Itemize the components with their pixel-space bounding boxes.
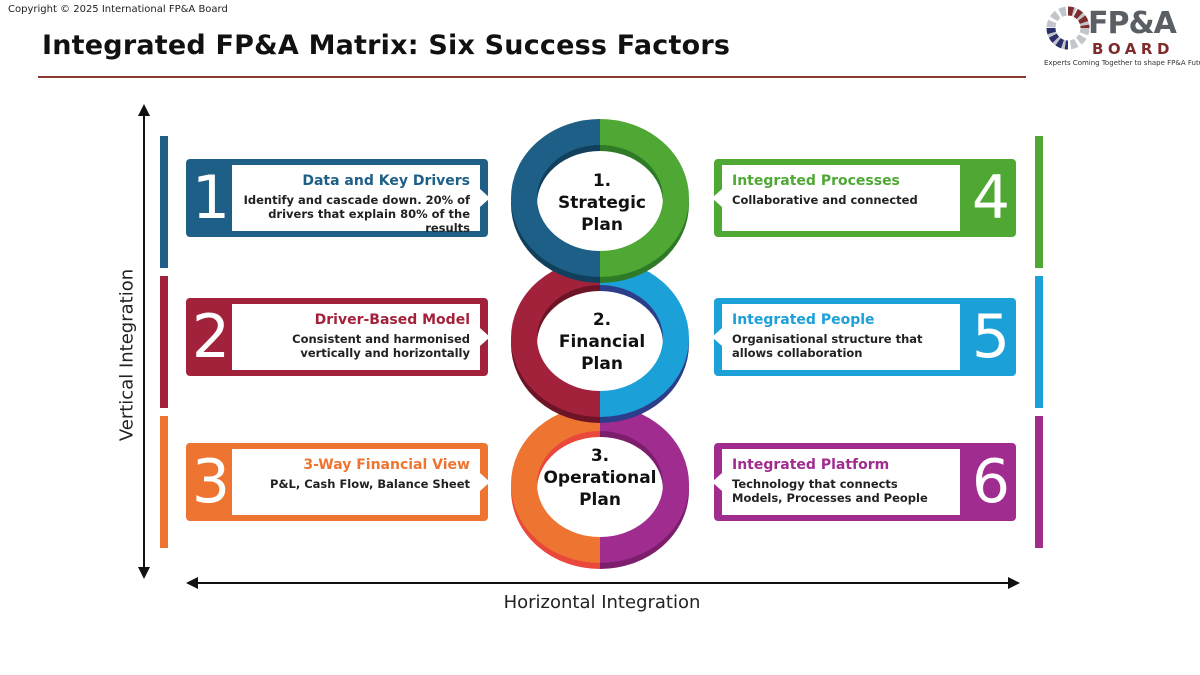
factor-card-5: 5 Integrated People Organisational struc… [712, 298, 1016, 376]
horizontal-axis-arrow-left [186, 577, 198, 589]
ring-operational [511, 405, 689, 569]
factor-1-arrow-icon [480, 189, 490, 207]
plan-3-line1: Operational [543, 468, 656, 488]
factor-5-number: 5 [971, 302, 1011, 372]
plan-1-line2: Plan [581, 215, 623, 235]
factor-4-arrow-icon [712, 189, 722, 207]
factor-3-panel: 3-Way Financial View P&L, Cash Flow, Bal… [232, 449, 480, 515]
factor-2-panel: Driver-Based Model Consistent and harmon… [232, 304, 480, 370]
fpa-board-logo: FP&A BOARD Experts Coming Together to sh… [1040, 4, 1200, 70]
page-title: Integrated FP&A Matrix: Six Success Fact… [42, 30, 731, 61]
vertical-axis-arrow-up [138, 104, 150, 116]
factor-4-number: 4 [971, 163, 1011, 233]
factor-6-description: Technology that connects Models, Process… [732, 477, 928, 505]
factor-6-arrow-icon [712, 473, 722, 491]
factor-1-panel: Data and Key Drivers Identify and cascad… [232, 165, 480, 235]
factor-3-arrow-icon [480, 473, 490, 491]
right-bar-6 [1035, 416, 1043, 548]
copyright-text: Copyright © 2025 International FP&A Boar… [8, 4, 228, 15]
factor-4-description: Collaborative and connected [732, 193, 918, 207]
horizontal-axis-arrow-right [1008, 577, 1020, 589]
ring-financial [511, 259, 689, 423]
factor-1-number: 1 [191, 163, 231, 233]
factor-2-arrow-icon [480, 328, 490, 346]
plan-2-number: 2. [593, 310, 611, 330]
factor-card-4: 4 Integrated Processes Collaborative and… [712, 159, 1016, 237]
factor-card-6: 6 Integrated Platform Technology that co… [712, 443, 1016, 521]
factor-3-number: 3 [191, 447, 231, 517]
plan-1-line1: Strategic [558, 193, 646, 213]
factor-6-number: 6 [971, 447, 1011, 517]
ring-strategic [511, 119, 689, 283]
horizontal-axis-line [194, 582, 1012, 584]
factor-2-title: Driver-Based Model [314, 312, 470, 328]
logo-ring-icon [1046, 6, 1090, 50]
factor-3-title: 3-Way Financial View [303, 457, 470, 473]
factor-4-panel: Integrated Processes Collaborative and c… [722, 165, 960, 231]
logo-fpa-text: FP&A [1088, 6, 1177, 41]
left-bar-1 [160, 136, 168, 268]
factor-5-arrow-icon [712, 328, 722, 346]
vertical-axis-arrow-down [138, 567, 150, 579]
factor-3-description: P&L, Cash Flow, Balance Sheet [270, 477, 470, 491]
left-bar-2 [160, 276, 168, 408]
factor-card-2: 2 Driver-Based Model Consistent and harm… [186, 298, 490, 376]
factor-card-3: 3 3-Way Financial View P&L, Cash Flow, B… [186, 443, 490, 521]
plan-2-line2: Plan [581, 354, 623, 374]
logo-tagline: Experts Coming Together to shape FP&A Fu… [1044, 59, 1200, 67]
title-divider [38, 76, 1026, 78]
factor-5-title: Integrated People [732, 312, 875, 328]
factor-6-title: Integrated Platform [732, 457, 890, 473]
factor-5-panel: Integrated People Organisational structu… [722, 304, 960, 370]
horizontal-axis-label: Horizontal Integration [503, 592, 701, 613]
right-bar-5 [1035, 276, 1043, 408]
factor-2-number: 2 [191, 302, 231, 372]
plan-1-number: 1. [593, 171, 611, 191]
factor-card-1: 1 Data and Key Drivers Identify and casc… [186, 159, 490, 237]
plan-2-line1: Financial [559, 332, 645, 352]
factor-4-title: Integrated Processes [732, 173, 900, 189]
plan-3-line2: Plan [579, 490, 621, 510]
left-bar-3 [160, 416, 168, 548]
right-bar-4 [1035, 136, 1043, 268]
vertical-axis-line [143, 112, 145, 572]
factor-5-description: Organisational structure that allows col… [732, 332, 923, 360]
factor-1-title: Data and Key Drivers [302, 173, 470, 189]
factor-1-description: Identify and cascade down. 20% of driver… [243, 193, 470, 235]
factor-2-description: Consistent and harmonised vertically and… [292, 332, 470, 360]
logo-board-text: BOARD [1092, 40, 1174, 58]
plan-3-number: 3. [591, 446, 609, 466]
factor-6-panel: Integrated Platform Technology that conn… [722, 449, 960, 515]
